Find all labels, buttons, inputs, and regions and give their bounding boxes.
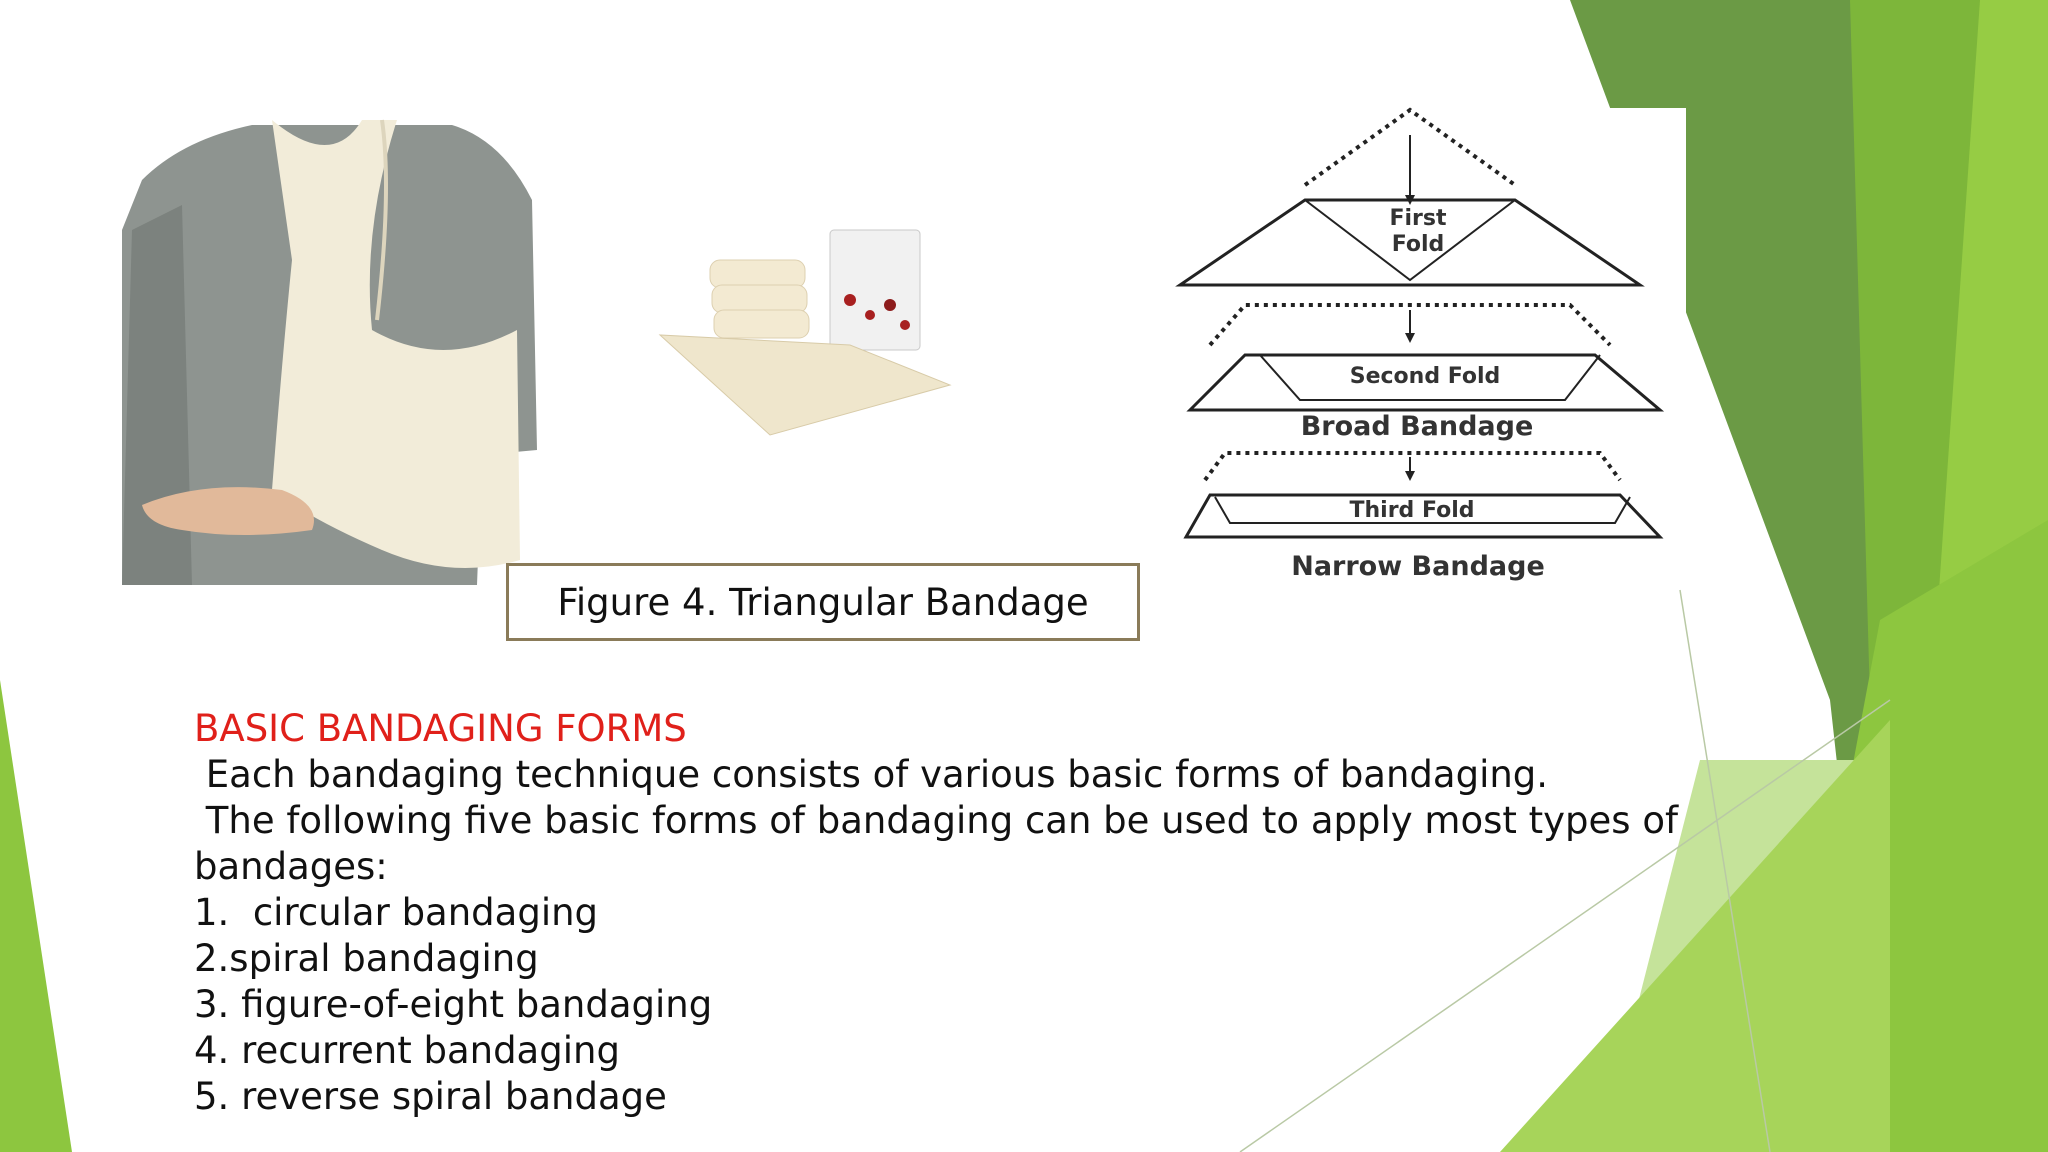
intro-line-2: The following five basic forms of bandag… [194, 799, 1678, 842]
image-backdrop [1160, 108, 1686, 588]
thin-vertical-line [1679, 589, 1771, 1152]
list-item: 1. circular bandaging [194, 891, 599, 934]
right-mid-triangle [1500, 720, 1890, 1152]
figure-caption: Figure 4. Triangular Bandage [506, 563, 1140, 641]
bandage-fold-diagram: First Fold Second Fold Broad Bandage Thi… [1175, 107, 1665, 582]
intro-line-1: Each bandaging technique consists of var… [194, 753, 1549, 796]
left-green-triangle [0, 680, 72, 1152]
second-fold-label: Second Fold [1350, 364, 1501, 389]
figure-caption-text: Figure 4. Triangular Bandage [557, 580, 1089, 624]
section-heading: BASIC BANDAGING FORMS [194, 707, 687, 750]
third-fold-label: Third Fold [1349, 498, 1474, 523]
narrow-bandage-label: Narrow Bandage [1291, 551, 1545, 582]
body-text: BASIC BANDAGING FORMS Each bandaging tec… [194, 706, 1678, 1120]
arm-sling-photo [122, 110, 552, 585]
folded-bandage-photo [650, 225, 960, 455]
first-fold-label-1: First [1389, 206, 1447, 231]
list-item: 4. recurrent bandaging [194, 1029, 620, 1072]
first-fold-label-2: Fold [1392, 232, 1445, 257]
thin-diagonal-line [1239, 699, 1891, 1152]
list-item: 3. figure-of-eight bandaging [194, 983, 713, 1026]
intro-line-3: bandages: [194, 845, 388, 888]
broad-bandage-label: Broad Bandage [1301, 411, 1534, 442]
list-item: 5. reverse spiral bandage [194, 1075, 667, 1118]
list-item: 2.spiral bandaging [194, 937, 539, 980]
